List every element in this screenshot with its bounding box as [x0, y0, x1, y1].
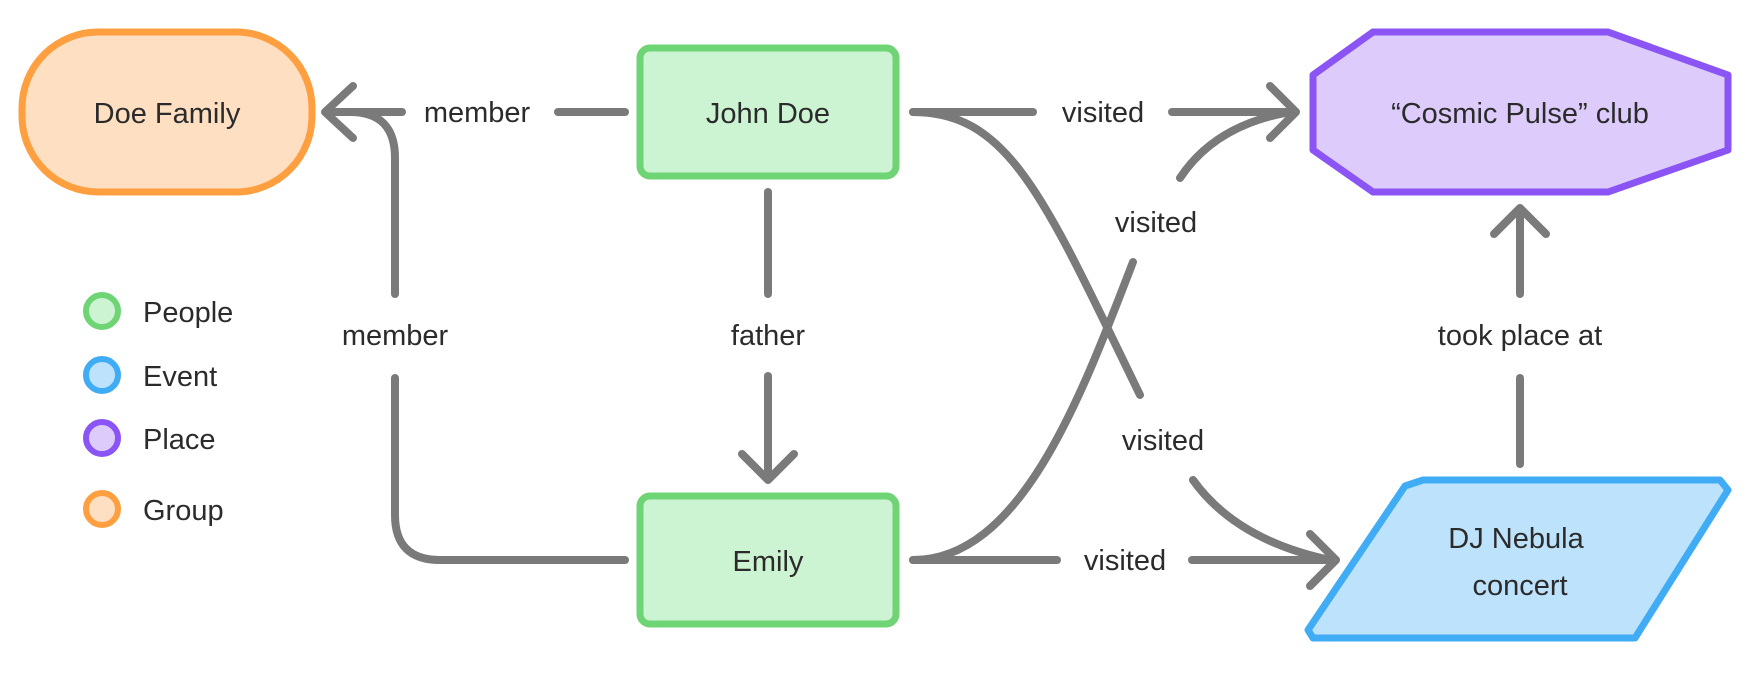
edge-emily-member — [391, 374, 629, 564]
emily-label: Emily — [733, 546, 804, 578]
dj-nebula-label-line1: DJ Nebula — [1448, 523, 1584, 555]
legend-item-place: Place — [83, 419, 216, 457]
legend-group-label: Group — [143, 495, 224, 527]
edge-emily-visited-club — [909, 258, 1137, 564]
legend-event-swatch — [83, 356, 121, 394]
label-emily-visited-club: visited — [1115, 207, 1197, 239]
arrowhead-cosmic-pulse — [1266, 82, 1300, 142]
edge-emily-member-upper — [346, 108, 399, 298]
legend-group-swatch — [83, 490, 121, 528]
doe-family-label: Doe Family — [94, 98, 241, 130]
edges — [321, 82, 1550, 590]
edge-john-visited-concert-tail — [1189, 476, 1334, 564]
dj-nebula-shape — [1304, 476, 1732, 642]
label-emily-visited-concert: visited — [1084, 545, 1166, 577]
label-john-visited-club: visited — [1062, 97, 1144, 129]
legend-place-label: Place — [143, 424, 216, 456]
edge-emily-visited-club-tail — [1176, 108, 1294, 182]
legend-event-label: Event — [143, 361, 217, 393]
legend-item-group: Group — [83, 490, 224, 528]
dj-nebula-label-line2: concert — [1472, 570, 1567, 602]
label-father: father — [731, 320, 805, 352]
edge-labels: member member father visited visited vis… — [342, 97, 1602, 577]
legend-people-swatch — [83, 292, 121, 330]
legend: People Event Place Group — [83, 292, 233, 528]
arrowhead-doe-family — [321, 82, 357, 142]
arrowhead-emily — [738, 450, 798, 484]
label-took-place-at: took place at — [1438, 320, 1602, 352]
node-cosmic-pulse[interactable]: “Cosmic Pulse” club — [1309, 28, 1732, 196]
edge-john-visited-concert — [909, 108, 1144, 399]
node-john-doe[interactable]: John Doe — [636, 44, 900, 180]
legend-place-swatch — [83, 419, 121, 457]
legend-item-people: People — [83, 292, 233, 330]
label-john-visited-concert: visited — [1122, 425, 1204, 457]
legend-people-label: People — [143, 297, 233, 329]
john-doe-shape — [636, 44, 900, 180]
node-dj-nebula[interactable]: DJ Nebula concert — [1304, 476, 1732, 642]
arrowhead-dj-nebula — [1306, 530, 1340, 590]
doe-family-shape — [18, 28, 316, 196]
john-doe-label: John Doe — [706, 98, 830, 130]
cosmic-pulse-label: “Cosmic Pulse” club — [1391, 98, 1649, 130]
label-john-member: member — [424, 97, 531, 129]
node-doe-family[interactable]: Doe Family — [18, 28, 316, 196]
node-emily[interactable]: Emily — [636, 492, 900, 628]
label-emily-member: member — [342, 320, 449, 352]
emily-shape — [636, 492, 900, 628]
legend-item-event: Event — [83, 356, 217, 394]
arrowhead-took-place — [1490, 204, 1550, 238]
cosmic-pulse-shape — [1309, 28, 1732, 196]
